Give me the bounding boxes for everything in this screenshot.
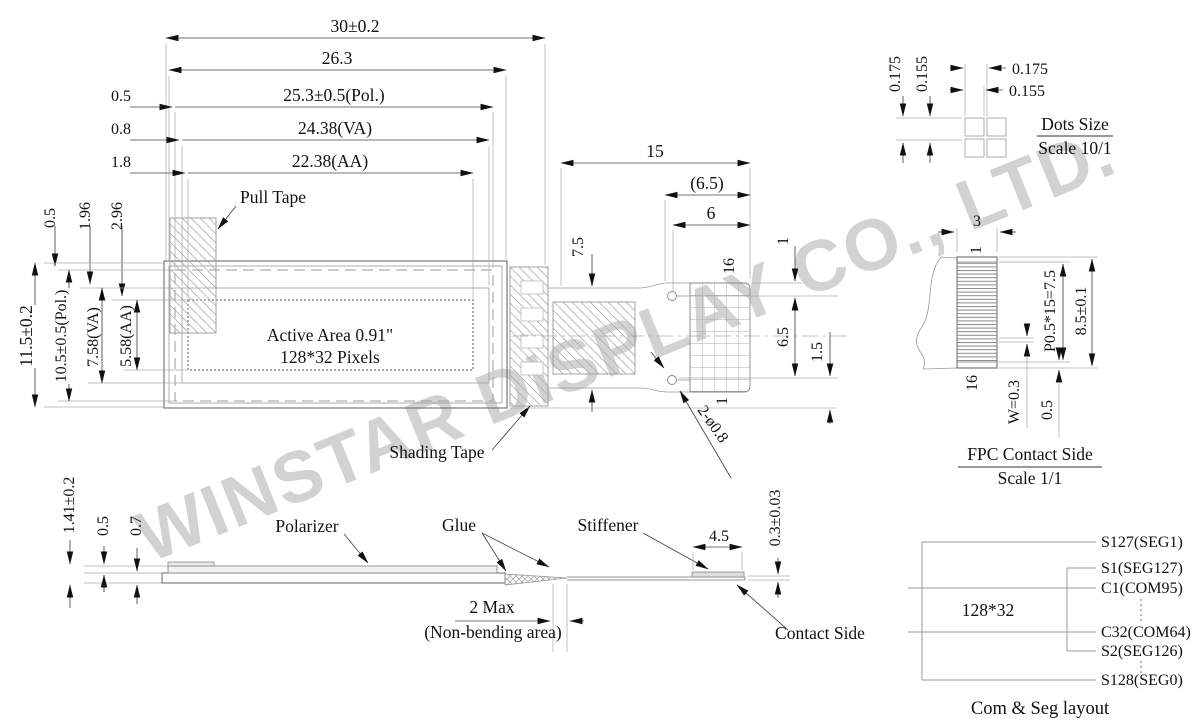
- dim-bottom-offset: 1.5: [809, 342, 826, 362]
- dim-contact-gap: 0.5: [1039, 400, 1056, 420]
- com-seg-layout: 128*32 S127(SEG1) S1(SEG127) C1(COM95) C…: [908, 534, 1191, 719]
- dim-end-width: 3: [973, 213, 981, 230]
- fpc-contact-title: FPC Contact Side: [967, 444, 1093, 464]
- offset-va-left: 0.8: [111, 121, 131, 138]
- fpc-contact-pad: [689, 282, 751, 393]
- signal-c32: C32(COM64): [1101, 624, 1191, 641]
- dim-bend-limit: 2 Max: [469, 597, 514, 617]
- offset-aa-left: 1.8: [111, 154, 131, 171]
- signal-s127: S127(SEG1): [1101, 534, 1183, 551]
- dim-dot-size-v: 0.155: [914, 56, 931, 92]
- dim-polarizer-thickness: 0.5: [95, 516, 112, 536]
- dim-fpc-ref: (6.5): [690, 173, 724, 193]
- active-area-outline: [187, 299, 474, 371]
- pull-tape-tab: [167, 561, 215, 567]
- com-seg-title: Com & Seg layout: [971, 699, 1110, 719]
- dim-hole-top-margin: 1: [775, 237, 792, 245]
- fpc-contact-scale: Scale 1/1: [998, 468, 1063, 488]
- alignment-hole-bottom: [667, 375, 677, 385]
- dim-overall-width: 30±0.2: [331, 16, 380, 36]
- dim-glass-width: 26.3: [322, 48, 353, 68]
- dim-dot-pitch-h: 0.175: [1012, 61, 1048, 78]
- front-view-dimensions: 30±0.2 26.3 25.3±0.5(Pol.) 0.5 24.38(VA)…: [16, 16, 546, 462]
- contact-side-label: Contact Side: [775, 623, 865, 643]
- offset-polarizer-left: 0.5: [111, 88, 131, 105]
- dim-dot-size-h: 0.155: [1009, 83, 1045, 100]
- dim-polarizer-height: 10.5±0.5(Pol.): [53, 290, 70, 383]
- dim-aa-height: 5.58(AA): [118, 305, 135, 367]
- stiffener-layer: [691, 571, 745, 578]
- shading-tape-label: Shading Tape: [389, 442, 484, 462]
- matrix-size-label: 128*32: [962, 600, 1015, 620]
- dim-finger-width: W=0.3: [1006, 380, 1023, 424]
- active-area-label: Active Area 0.91": [267, 325, 393, 345]
- dot-squares: [964, 117, 1007, 158]
- dim-contact-height: 8.5±0.1: [1073, 287, 1090, 336]
- shading-tape-fold: [552, 301, 636, 375]
- offset-va-top: 1.96: [77, 202, 94, 230]
- dim-aa-width: 22.38(AA): [292, 151, 368, 171]
- fpc-tail-dimensions: 15 (6.5) 6 7.5 16 1 1 6.5 1.5 2-ø0.8: [510, 141, 838, 479]
- dim-va-height: 7.58(VA): [85, 307, 102, 367]
- dim-contact-margin: 1: [968, 246, 985, 254]
- signal-s128: S128(SEG0): [1101, 672, 1183, 689]
- dots-size-scale: Scale 10/1: [1038, 138, 1111, 158]
- fpc-pin-count: 16: [721, 258, 738, 274]
- stiffener-label: Stiffener: [578, 515, 639, 535]
- dim-hole-pitch: 6.5: [775, 327, 792, 347]
- viewing-area-outline: [181, 287, 490, 384]
- dim-fpc-contact: 6: [707, 203, 716, 223]
- polarizer-label: Polarizer: [275, 516, 338, 536]
- pull-tape-label: Pull Tape: [240, 187, 306, 207]
- dim-pad-bottom-margin: 1: [714, 397, 731, 405]
- pull-tape-shape: [169, 217, 217, 334]
- side-view: 1.41±0.2 0.5 0.7 Polarizer Glue Stiffene…: [61, 477, 865, 652]
- dim-dot-pitch-v: 0.175: [887, 56, 904, 92]
- glue-label: Glue: [442, 515, 476, 535]
- signal-s1: S1(SEG127): [1101, 560, 1183, 577]
- glass-layer: [161, 572, 506, 584]
- dim-fpc-length: 15: [646, 141, 664, 161]
- non-bending-note: (Non-bending area): [424, 622, 562, 642]
- signal-c1: C1(COM95): [1101, 580, 1183, 597]
- dim-total-thickness: 1.41±0.2: [61, 477, 78, 534]
- module-inner-outline: [168, 265, 503, 404]
- contact-fingers: [956, 261, 998, 363]
- dots-size-title: Dots Size: [1041, 114, 1109, 134]
- dim-overall-height: 11.5±0.2: [16, 305, 36, 366]
- dim-stiffener-width: 4.5: [709, 528, 729, 545]
- contact-pin-count: 16: [964, 375, 981, 391]
- dim-polarizer-width: 25.3±0.5(Pol.): [283, 85, 385, 105]
- offset-aa-top: 2.96: [109, 202, 126, 230]
- dim-fpc-thickness: 0.3±0.03: [767, 490, 784, 547]
- glue-wedge: [504, 573, 568, 586]
- pixels-label: 128*32 Pixels: [280, 347, 380, 367]
- polarizer-layer: [167, 565, 498, 574]
- fpc-break-line: [915, 256, 942, 370]
- dim-contact-pitch: P0.5*15=7.5: [1042, 270, 1059, 352]
- alignment-hole-top: [667, 291, 677, 301]
- front-view-module: Active Area 0.91" 128*32 Pixels: [163, 217, 852, 409]
- dots-size-detail: 0.175 0.155 0.175 0.155 Dots Size Scale …: [887, 56, 1113, 163]
- fpc-contact-side-detail: 3 1 16 P0.5*15=7.5 8.5±0.1 W=0.3 0.5 FPC…: [915, 213, 1102, 488]
- offset-polarizer-top: 0.5: [42, 208, 59, 228]
- module-outline: [163, 260, 508, 409]
- dim-va-width: 24.38(VA): [298, 118, 372, 138]
- shading-tape-slots: [520, 280, 544, 376]
- polarizer-outline: [174, 269, 494, 402]
- dim-glass-thickness: 0.7: [128, 516, 145, 536]
- dim-fpc-width: 7.5: [570, 237, 587, 257]
- signal-s2: S2(SEG126): [1101, 643, 1183, 660]
